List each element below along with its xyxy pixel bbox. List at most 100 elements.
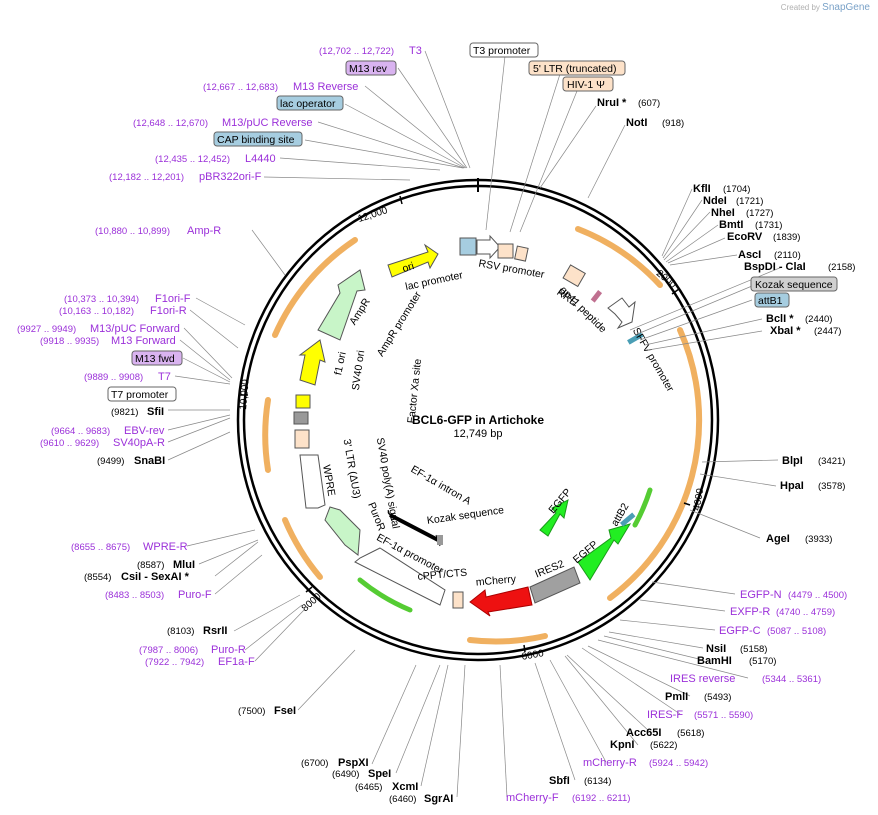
- enzyme-name: PspXI: [338, 757, 369, 769]
- enzyme-name: KflI: [693, 183, 711, 195]
- snapgene-logo: SnapGene: [822, 2, 870, 13]
- enzyme-pos: (9499): [97, 456, 124, 467]
- primer-name: mCherry-F: [506, 792, 559, 804]
- enzyme-name: SgrAI: [424, 793, 453, 805]
- enzyme-name: KpnI: [610, 739, 634, 751]
- primer-pos: (9889 .. 9908): [84, 372, 143, 383]
- intron-bar: [389, 513, 439, 542]
- primer-pos: (8655 .. 8675): [71, 542, 130, 553]
- primer-pos: (9918 .. 9935): [40, 336, 99, 347]
- feature-label: cPPT/CTS: [417, 567, 467, 583]
- mcherry-arrow: [469, 586, 533, 617]
- feature-label: RSV promoter: [478, 258, 546, 281]
- enzyme-name: SnaBI: [134, 455, 165, 467]
- plasmid-size: 12,749 bp: [454, 428, 503, 440]
- feature-label: 3' LTR (ΔU3): [341, 438, 363, 499]
- primer-pos: (9610 .. 9629): [40, 438, 99, 449]
- primer-name: L4440: [245, 153, 276, 165]
- enzyme-pos: (6465): [355, 782, 382, 793]
- boxed-label: HIV-1 Ψ: [567, 79, 605, 91]
- enzyme-pos: (1727): [746, 208, 773, 219]
- ori-arrow: [387, 243, 439, 278]
- enzyme-pos: (3421): [818, 456, 845, 467]
- enzyme-name: MluI: [173, 559, 195, 571]
- enzyme-pos: (918): [662, 118, 684, 129]
- primer-name: IRES-F: [647, 709, 683, 721]
- primer-name: M13/pUC Forward: [90, 323, 180, 335]
- primer-pos: (12,648 .. 12,670): [133, 118, 208, 129]
- ltr3-block: [294, 429, 310, 449]
- primer-name: M13/pUC Reverse: [222, 117, 312, 129]
- primer-name: T7: [158, 371, 171, 383]
- enzyme-pos: (8554): [84, 572, 111, 583]
- tick-label: 10,000: [238, 378, 252, 410]
- primer-name: pBR322ori-F: [199, 171, 262, 183]
- boxed-label: lac operator: [280, 98, 336, 110]
- enzyme-labels: NruI * (607) NotI (918) KflI (1704) NdeI…: [84, 97, 855, 805]
- enzyme-pos: (8587): [137, 560, 164, 571]
- enzyme-name: NruI *: [597, 97, 627, 109]
- enzyme-pos: (1731): [755, 220, 782, 231]
- boxed-label: attB1: [758, 295, 783, 307]
- primer-pos: (12,182 .. 12,201): [109, 172, 184, 183]
- primer-pos: (5087 .. 5108): [767, 626, 826, 637]
- enzyme-name: BamHI: [697, 655, 732, 667]
- feature-small-blocks: [459, 237, 477, 256]
- enzyme-name: BclI *: [766, 313, 794, 325]
- primer-pos: (5571 .. 5590): [694, 710, 753, 721]
- primer-pos: (12,702 .. 12,722): [319, 46, 394, 57]
- primer-pos: (12,667 .. 12,683): [203, 82, 278, 93]
- sv40-ori-block: [295, 394, 311, 409]
- boxed-labels: T3 promoter 5' LTR (truncated) HIV-1 Ψ M…: [107, 42, 838, 402]
- boxed-label: T7 promoter: [111, 389, 169, 401]
- boxed-label: 5' LTR (truncated): [533, 63, 617, 75]
- primer-name: F1ori-F: [155, 293, 191, 305]
- primer-pos: (8483 .. 8503): [105, 590, 164, 601]
- sffv-promoter-arrow: [607, 297, 636, 330]
- primer-name: EXFP-R: [730, 606, 770, 618]
- credit-prefix: Created by: [780, 3, 820, 12]
- enzyme-pos: (2440): [805, 314, 832, 325]
- primer-pos: (7922 .. 7942): [145, 657, 204, 668]
- primer-name: WPRE-R: [143, 541, 188, 553]
- enzyme-name: BspDI - ClaI: [744, 261, 806, 273]
- primer-name: IRES reverse: [670, 673, 735, 685]
- enzyme-pos: (6490): [332, 769, 359, 780]
- tick-label: 6000: [521, 648, 545, 663]
- enzyme-pos: (5158): [740, 644, 767, 655]
- enzyme-name: AscI: [738, 249, 761, 261]
- primer-pos: (10,880 .. 10,899): [95, 226, 170, 237]
- primer-name: M13 Forward: [111, 335, 176, 347]
- enzyme-pos: (2447): [814, 326, 841, 337]
- egfp-arrow-2: [539, 499, 569, 537]
- primer-name: Puro-F: [178, 589, 212, 601]
- primer-pos: (5344 .. 5361): [762, 674, 821, 685]
- orf-arc-5: [262, 397, 271, 473]
- wpre-arrow: [299, 454, 326, 509]
- boxed-label: M13 rev: [349, 63, 388, 75]
- orf-arc-1: [575, 226, 663, 288]
- enzyme-pos: (2110): [774, 250, 801, 261]
- factor-xa-block: [293, 411, 309, 425]
- primer-pos: (5924 .. 5942): [649, 758, 708, 769]
- enzyme-pos: (2158): [828, 262, 855, 273]
- primer-pos: (12,435 .. 12,452): [155, 154, 230, 165]
- feature-label: AmpR promoter: [375, 289, 425, 359]
- enzyme-pos: (7500): [238, 706, 265, 717]
- orf-arc-4: [282, 517, 323, 580]
- enzyme-name: SpeI: [368, 768, 391, 780]
- feature-label: WPRE: [320, 464, 337, 497]
- orf-arc-6: [272, 237, 358, 338]
- feature-label: ori: [401, 260, 416, 275]
- gp41-block: [590, 290, 603, 303]
- primer-name: EGFP-N: [740, 589, 782, 601]
- intron-end-a: [387, 509, 393, 522]
- psi-block: [514, 245, 529, 262]
- enzyme-pos: (6700): [301, 758, 328, 769]
- rre-block: [562, 264, 586, 288]
- feature-label: Kozak sequence: [426, 504, 505, 527]
- enzyme-name: XbaI *: [770, 325, 801, 337]
- enzyme-name: NheI: [711, 207, 735, 219]
- enzyme-pos: (5618): [677, 728, 704, 739]
- enzyme-name: NdeI: [703, 195, 727, 207]
